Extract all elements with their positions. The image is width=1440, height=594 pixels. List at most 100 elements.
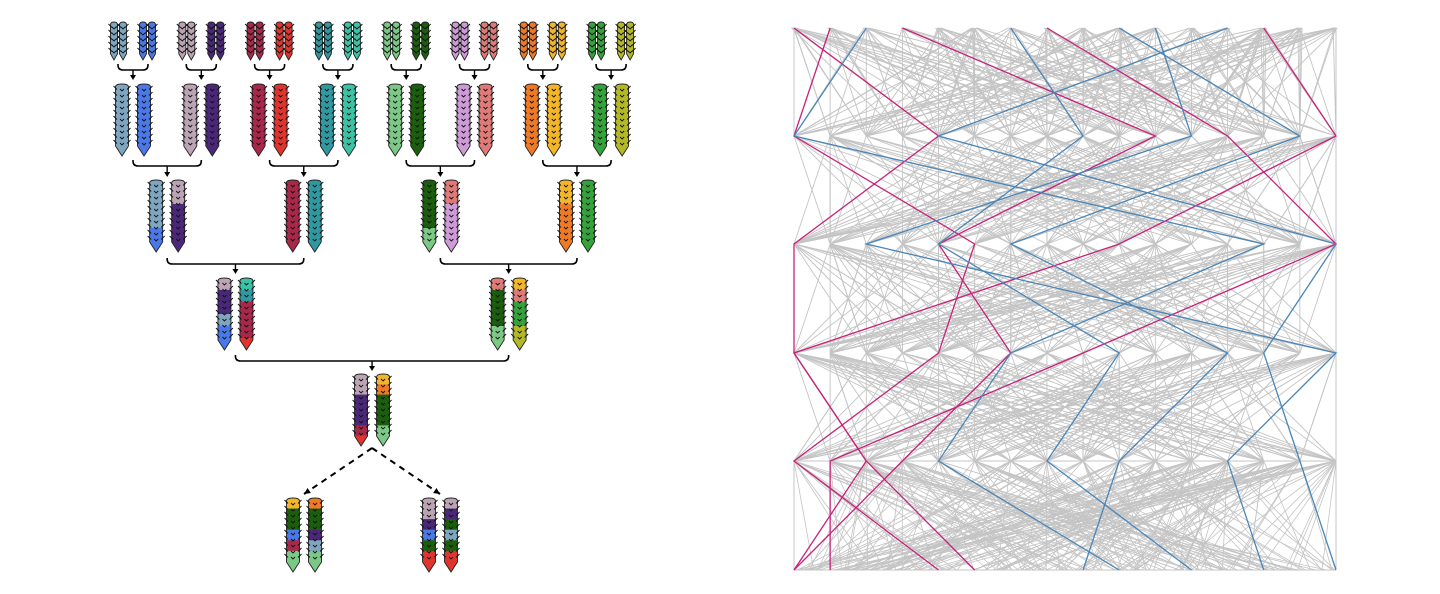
network-edge (1227, 243, 1337, 354)
network-edge (1059, 460, 1156, 571)
leaf-chromosome (205, 21, 218, 61)
chromosome-spikes (147, 181, 165, 242)
highlighted-path (792, 27, 1266, 571)
leaf-chromosome (526, 21, 539, 61)
network-edge (1114, 460, 1264, 571)
chromosome-outline (255, 21, 264, 61)
chromosome-outline (251, 83, 266, 157)
leaf-chromosome (517, 21, 530, 61)
arrow-head (471, 75, 478, 80)
network-edge (902, 27, 1334, 137)
network-edge (1191, 27, 1302, 137)
chromosome-outline (626, 21, 635, 61)
network-edge (938, 243, 1048, 354)
chromosome-outline (548, 21, 557, 61)
chromosome-spikes (146, 23, 158, 54)
chromosome-segment (171, 180, 185, 205)
cross-bracket (542, 160, 612, 177)
network-edge (829, 460, 1063, 571)
chromosome-spikes (476, 85, 495, 146)
chromosome-segment (217, 326, 231, 339)
network-edge (938, 135, 1048, 245)
network-edge (844, 460, 1084, 571)
network-edge (1119, 460, 1336, 571)
layered-network-diagram (770, 0, 1360, 594)
network-edge (908, 460, 1048, 571)
arrow-head (573, 172, 580, 177)
level1-chromosome (318, 83, 336, 157)
network-edge (1118, 352, 1337, 462)
network-edge (943, 460, 1337, 571)
network-edge (974, 460, 1023, 571)
chromosome-outline (149, 179, 164, 253)
bracket-line (268, 160, 339, 167)
chromosome-spikes (442, 499, 460, 560)
chromosome-segment (286, 550, 300, 562)
network-edge (793, 460, 815, 571)
chromosome-segment (115, 84, 129, 156)
chromosome-outline (615, 83, 630, 157)
network-edge (902, 460, 1191, 571)
chromosome-spikes (176, 23, 189, 54)
network-edge (902, 460, 1262, 571)
chromosome-spikes (419, 23, 432, 54)
chromosome-segment (354, 394, 368, 406)
chromosome-outline (137, 83, 151, 157)
chromosome-segment (513, 326, 527, 339)
chromosome-segment (513, 278, 527, 291)
chromosome-outline (115, 83, 129, 157)
level1-chromosome (181, 83, 200, 157)
arrow-head (437, 172, 444, 177)
offspring-chromosome (442, 497, 460, 573)
chromosome-spikes (526, 23, 539, 54)
chromosome-outline (388, 83, 403, 157)
chromosome-segment (342, 84, 356, 156)
network-edge (849, 460, 1192, 571)
chromosome-outline (490, 277, 505, 351)
chromosome-outline (246, 21, 255, 61)
chromosome-spikes (203, 85, 222, 146)
chromosome-spikes (408, 85, 427, 146)
network-edge (827, 460, 1192, 571)
highlighted-path (793, 27, 940, 571)
network-edge (829, 27, 867, 137)
leaf-chromosome (108, 21, 120, 61)
network-edge (877, 460, 975, 571)
network-edge (793, 352, 831, 462)
network-edge (1225, 460, 1337, 571)
chromosome-spikes (510, 279, 529, 340)
chromosome-outline (239, 277, 254, 351)
chromosome-outline (205, 83, 220, 157)
network-edge (1077, 460, 1301, 571)
arrow-head (334, 75, 341, 80)
chromosome-outline (314, 21, 323, 61)
chromosome-segment (491, 314, 505, 327)
network-edge (1135, 460, 1192, 571)
chromosome-outline (376, 373, 390, 447)
chromosome-segment (320, 84, 334, 156)
chromosome-outline (489, 21, 498, 61)
chromosome-segment (183, 84, 197, 156)
bracket-line (234, 355, 510, 362)
leaf-chromosome (342, 21, 354, 61)
leaf-chromosome (322, 21, 334, 61)
network-edge (1191, 352, 1337, 462)
chromosome-segment (422, 561, 436, 572)
chromosome-outline (410, 83, 425, 157)
network-edge (1263, 135, 1337, 245)
level2-chromosome (579, 179, 597, 253)
network-edge (1042, 460, 1120, 571)
leaf-chromosome (214, 21, 227, 61)
network-edge (1010, 460, 1185, 571)
leaf-chromosome (146, 21, 158, 61)
chromosome-segment (274, 84, 288, 156)
network-edge (1046, 460, 1061, 571)
network-edge (1135, 460, 1301, 571)
network-edge (793, 460, 957, 571)
offspring-chromosome (420, 497, 438, 573)
chromosome-spikes (113, 85, 131, 146)
network-edge (902, 243, 1120, 354)
chromosome-segment (171, 228, 185, 252)
cross-bracket (439, 258, 578, 274)
chromosome-spikes (342, 23, 354, 54)
